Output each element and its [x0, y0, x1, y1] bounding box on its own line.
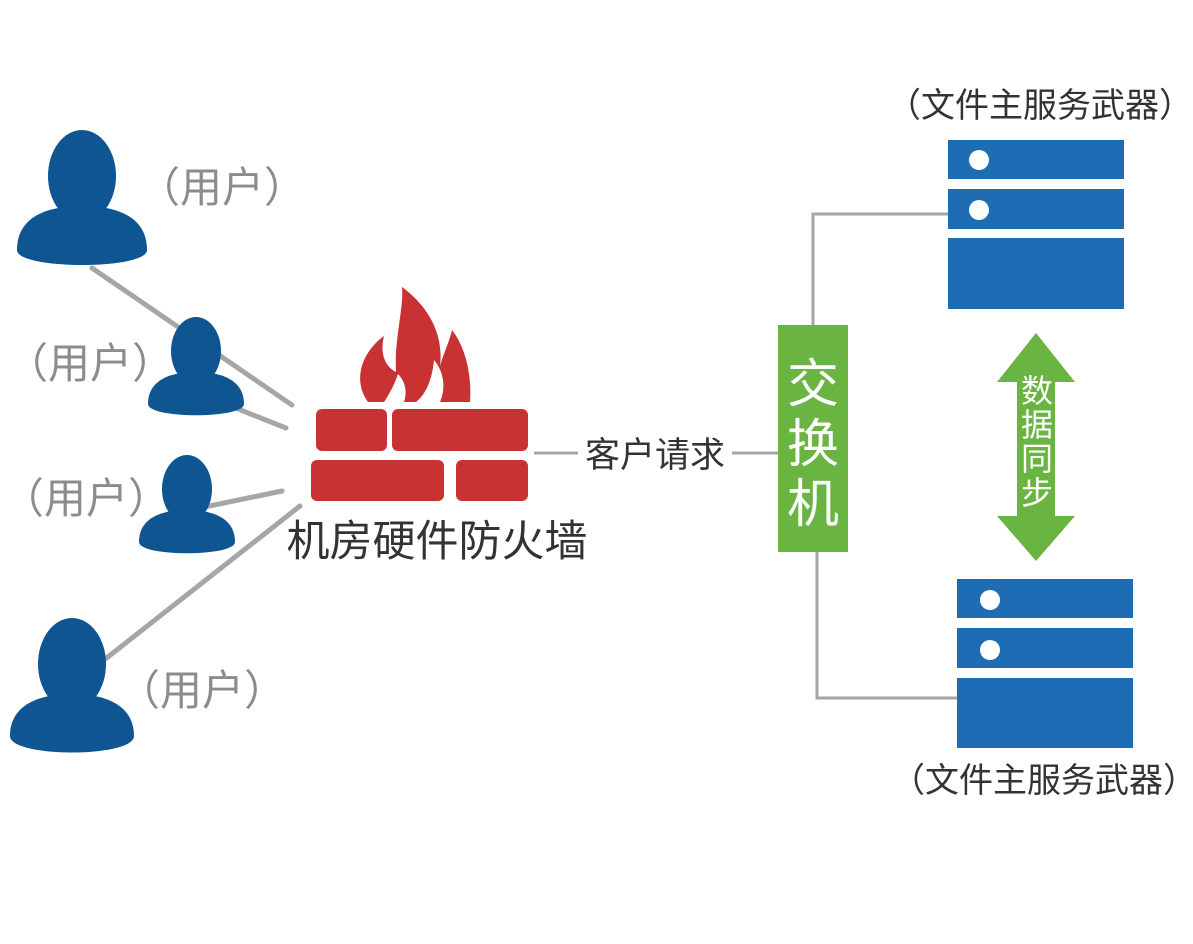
user-label-2: （用户）	[6, 339, 174, 388]
firewall-brick	[316, 409, 387, 451]
flame-icon	[360, 287, 471, 402]
client-request-label: 客户请求	[585, 436, 725, 476]
user-icon-2	[148, 317, 244, 416]
sync-label: 数据同步	[1021, 372, 1053, 512]
server-top-icon	[948, 140, 1124, 309]
firewall-icon	[311, 287, 528, 501]
firewall-brick	[311, 460, 444, 501]
connection-switch-server-bottom	[815, 551, 957, 700]
switch-label: 交换机	[787, 355, 839, 535]
connection-user-4	[101, 503, 303, 663]
user-label-3: （用户）	[2, 474, 170, 523]
connection-user-3	[197, 488, 285, 511]
sync-arrow-icon	[997, 333, 1075, 561]
user-label-4: （用户）	[118, 666, 286, 715]
firewall-label: 机房硬件防火墙	[287, 517, 588, 567]
user-icon-3	[139, 455, 235, 554]
firewall-brick	[392, 409, 528, 451]
user-icon-4	[10, 618, 134, 753]
network-connections	[534, 212, 957, 700]
firewall-brick	[456, 460, 528, 501]
switch-box	[778, 325, 848, 552]
server-bottom-label: （文件主服务武器）	[891, 761, 1193, 801]
user-icon-1	[17, 130, 147, 265]
server-top-label: （文件主服务武器）	[887, 86, 1193, 126]
server-bottom-icon	[957, 579, 1133, 748]
user-label-1: （用户）	[138, 163, 306, 212]
connection-switch-server-top	[811, 212, 948, 325]
